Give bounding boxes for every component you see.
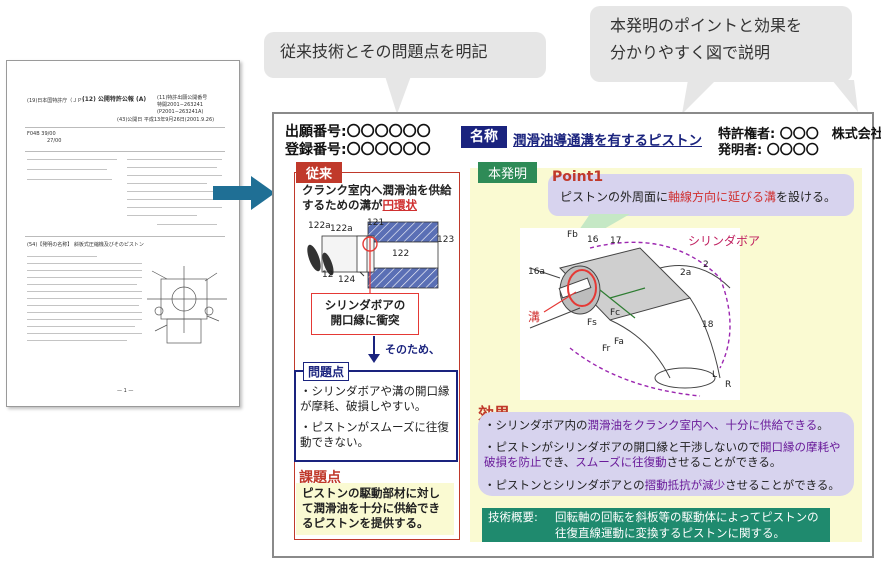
effect-item-1: ・シリンダボア内の潤滑油をクランク室内へ、十分に供給できる。 — [484, 418, 829, 432]
callout-bubble-invention: 本発明のポイントと効果を 分かりやすく図で説明 — [590, 6, 852, 82]
point-box — [548, 174, 854, 216]
bubble-tail-left — [385, 76, 411, 114]
prior-fig-label-123: 123 — [437, 235, 455, 245]
fig-label-18: 18 — [702, 320, 714, 330]
task-panel — [296, 483, 454, 535]
effects-panel — [478, 412, 854, 496]
transition-arrow — [213, 176, 275, 210]
prior-art-text: クランク室内へ潤滑油を供給 するための溝が円環状 — [302, 183, 452, 212]
invention-name: 潤滑油導通溝を有するピストン — [513, 133, 702, 149]
prior-art-figure — [307, 221, 439, 289]
problems-label: 問題点 — [303, 362, 350, 381]
fig-label-fs: Fs — [587, 318, 597, 328]
fig-label-16: 16 — [587, 235, 599, 245]
invention-figure — [529, 241, 731, 397]
callout-bubble-invention-line2: 分かりやすく図で説明 — [610, 43, 771, 62]
therefore-text: そのため、 — [385, 343, 440, 356]
fig-label-16a: 16a — [528, 267, 545, 277]
cylinder-bore-label: シリンダボア — [688, 234, 761, 248]
problem-item-1: ・シリンダボアや溝の開口縁が摩耗、破損しやすい。 — [300, 384, 450, 413]
prior-art-callout-line1: シリンダボアの — [324, 298, 406, 312]
invention-label: 本発明 — [478, 162, 538, 183]
prior-art-callout-line2: 開口縁に衝突 — [330, 313, 400, 327]
doc-title: (54)【発明の名称】 斜板式圧縮機及びそのピストン — [27, 242, 144, 248]
down-arrow — [368, 336, 380, 363]
bubble-tail-right-2 — [832, 80, 858, 112]
summary-label: 技術概要: — [488, 510, 538, 524]
doc-header-right-1: (11)特許出願公開番号 — [157, 95, 208, 101]
doc-header-left: (19)日本国特許庁（ＪＰ） — [27, 98, 88, 104]
fig-label-fb: Fb — [567, 230, 578, 240]
fig-label-2: 2 — [703, 260, 709, 270]
task-text: ピストンの駆動部材に対して潤滑油を十分に供給できるピストンを提供する。 — [302, 486, 440, 530]
fig-label-r: R — [725, 380, 732, 390]
callout-bubble-prior-art-text: 従来技術とその問題点を明記 — [280, 42, 488, 61]
doc-header-right-4: (43)公開日 平成13年9月26日(2001.9.26) — [117, 117, 215, 123]
doc-header-right-2: 特開2001−263241 — [157, 102, 204, 108]
fig-label-2a: 2a — [680, 268, 692, 278]
registration-number: 登録番号:〇〇〇〇〇〇 — [285, 142, 431, 158]
patent-document-thumbnail: (19)日本国特許庁（ＪＰ） (12) 公開特許公報 (A) (11)特許出願公… — [6, 60, 240, 407]
groove-label: 溝 — [528, 310, 541, 324]
doc-header-center: (12) 公開特許公報 (A) — [82, 96, 147, 103]
point-title: Point1 — [552, 169, 604, 185]
name-tag: 名称 — [461, 126, 507, 148]
prior-art-label: 従来 — [296, 162, 343, 183]
doc-class-1: F04B 39/00 — [27, 131, 56, 137]
fig-label-fr: Fr — [602, 344, 611, 354]
patent-holder: 特許権者: 〇〇〇 株式会社 — [718, 127, 881, 142]
bubble-tail-right — [682, 80, 716, 114]
groove-pointer — [543, 291, 577, 313]
fig-label-fa: Fa — [614, 337, 624, 347]
summary-line1: 回転軸の回転を斜板等の駆動体によってピストンの — [555, 510, 819, 524]
fig-label-fc: Fc — [610, 308, 621, 318]
prior-fig-label-12: 12 — [322, 270, 334, 280]
summary-panel — [482, 508, 830, 542]
doc-figure — [147, 266, 227, 344]
doc-header-right-3: (P2001−263241A) — [157, 109, 204, 115]
application-number: 出願番号:〇〇〇〇〇〇 — [285, 124, 431, 140]
fig-label-17: 17 — [610, 236, 622, 246]
fig-label-l: L — [712, 370, 718, 380]
problems-panel — [294, 370, 458, 462]
prior-fig-label-124: 124 — [338, 275, 356, 285]
doc-class-2: 27/00 — [47, 138, 62, 144]
prior-art-callout: シリンダボアの 開口縁に衝突 — [311, 293, 419, 335]
problem-item-2: ・ピストンがスムーズに往復動できない。 — [300, 420, 449, 449]
callout-bubble-prior-art: 従来技術とその問題点を明記 — [264, 32, 546, 78]
prior-fig-label-121: 121 — [367, 218, 385, 228]
effect-item-2: ・ピストンがシリンダボアの開口縁と干渉しないので開口縁の摩耗や破損を防止でき、ス… — [484, 440, 841, 469]
prior-art-highlight: 円環状 — [382, 198, 418, 212]
inventor: 発明者: 〇〇〇〇 — [718, 143, 819, 158]
callout-bubble-invention-line1: 本発明のポイントと効果を — [610, 16, 803, 35]
summary-line2: 往復直線運動に変換するピストンに関する。 — [555, 526, 785, 540]
point-text: ピストンの外周面に軸線方向に延びる溝を設ける。 — [560, 190, 837, 204]
prior-callout-line — [369, 236, 371, 294]
prior-fig-label-122a-2: 122a — [330, 224, 353, 234]
prior-fig-label-122: 122 — [392, 249, 410, 259]
prior-fig-label-122a-1: 122a — [308, 221, 331, 231]
effect-item-3: ・ピストンとシリンダボアとの摺動抵抗が減少させることができる。 — [484, 478, 840, 492]
doc-page-number: — 1 — — [117, 388, 134, 394]
task-label: 課題点 — [299, 470, 341, 486]
